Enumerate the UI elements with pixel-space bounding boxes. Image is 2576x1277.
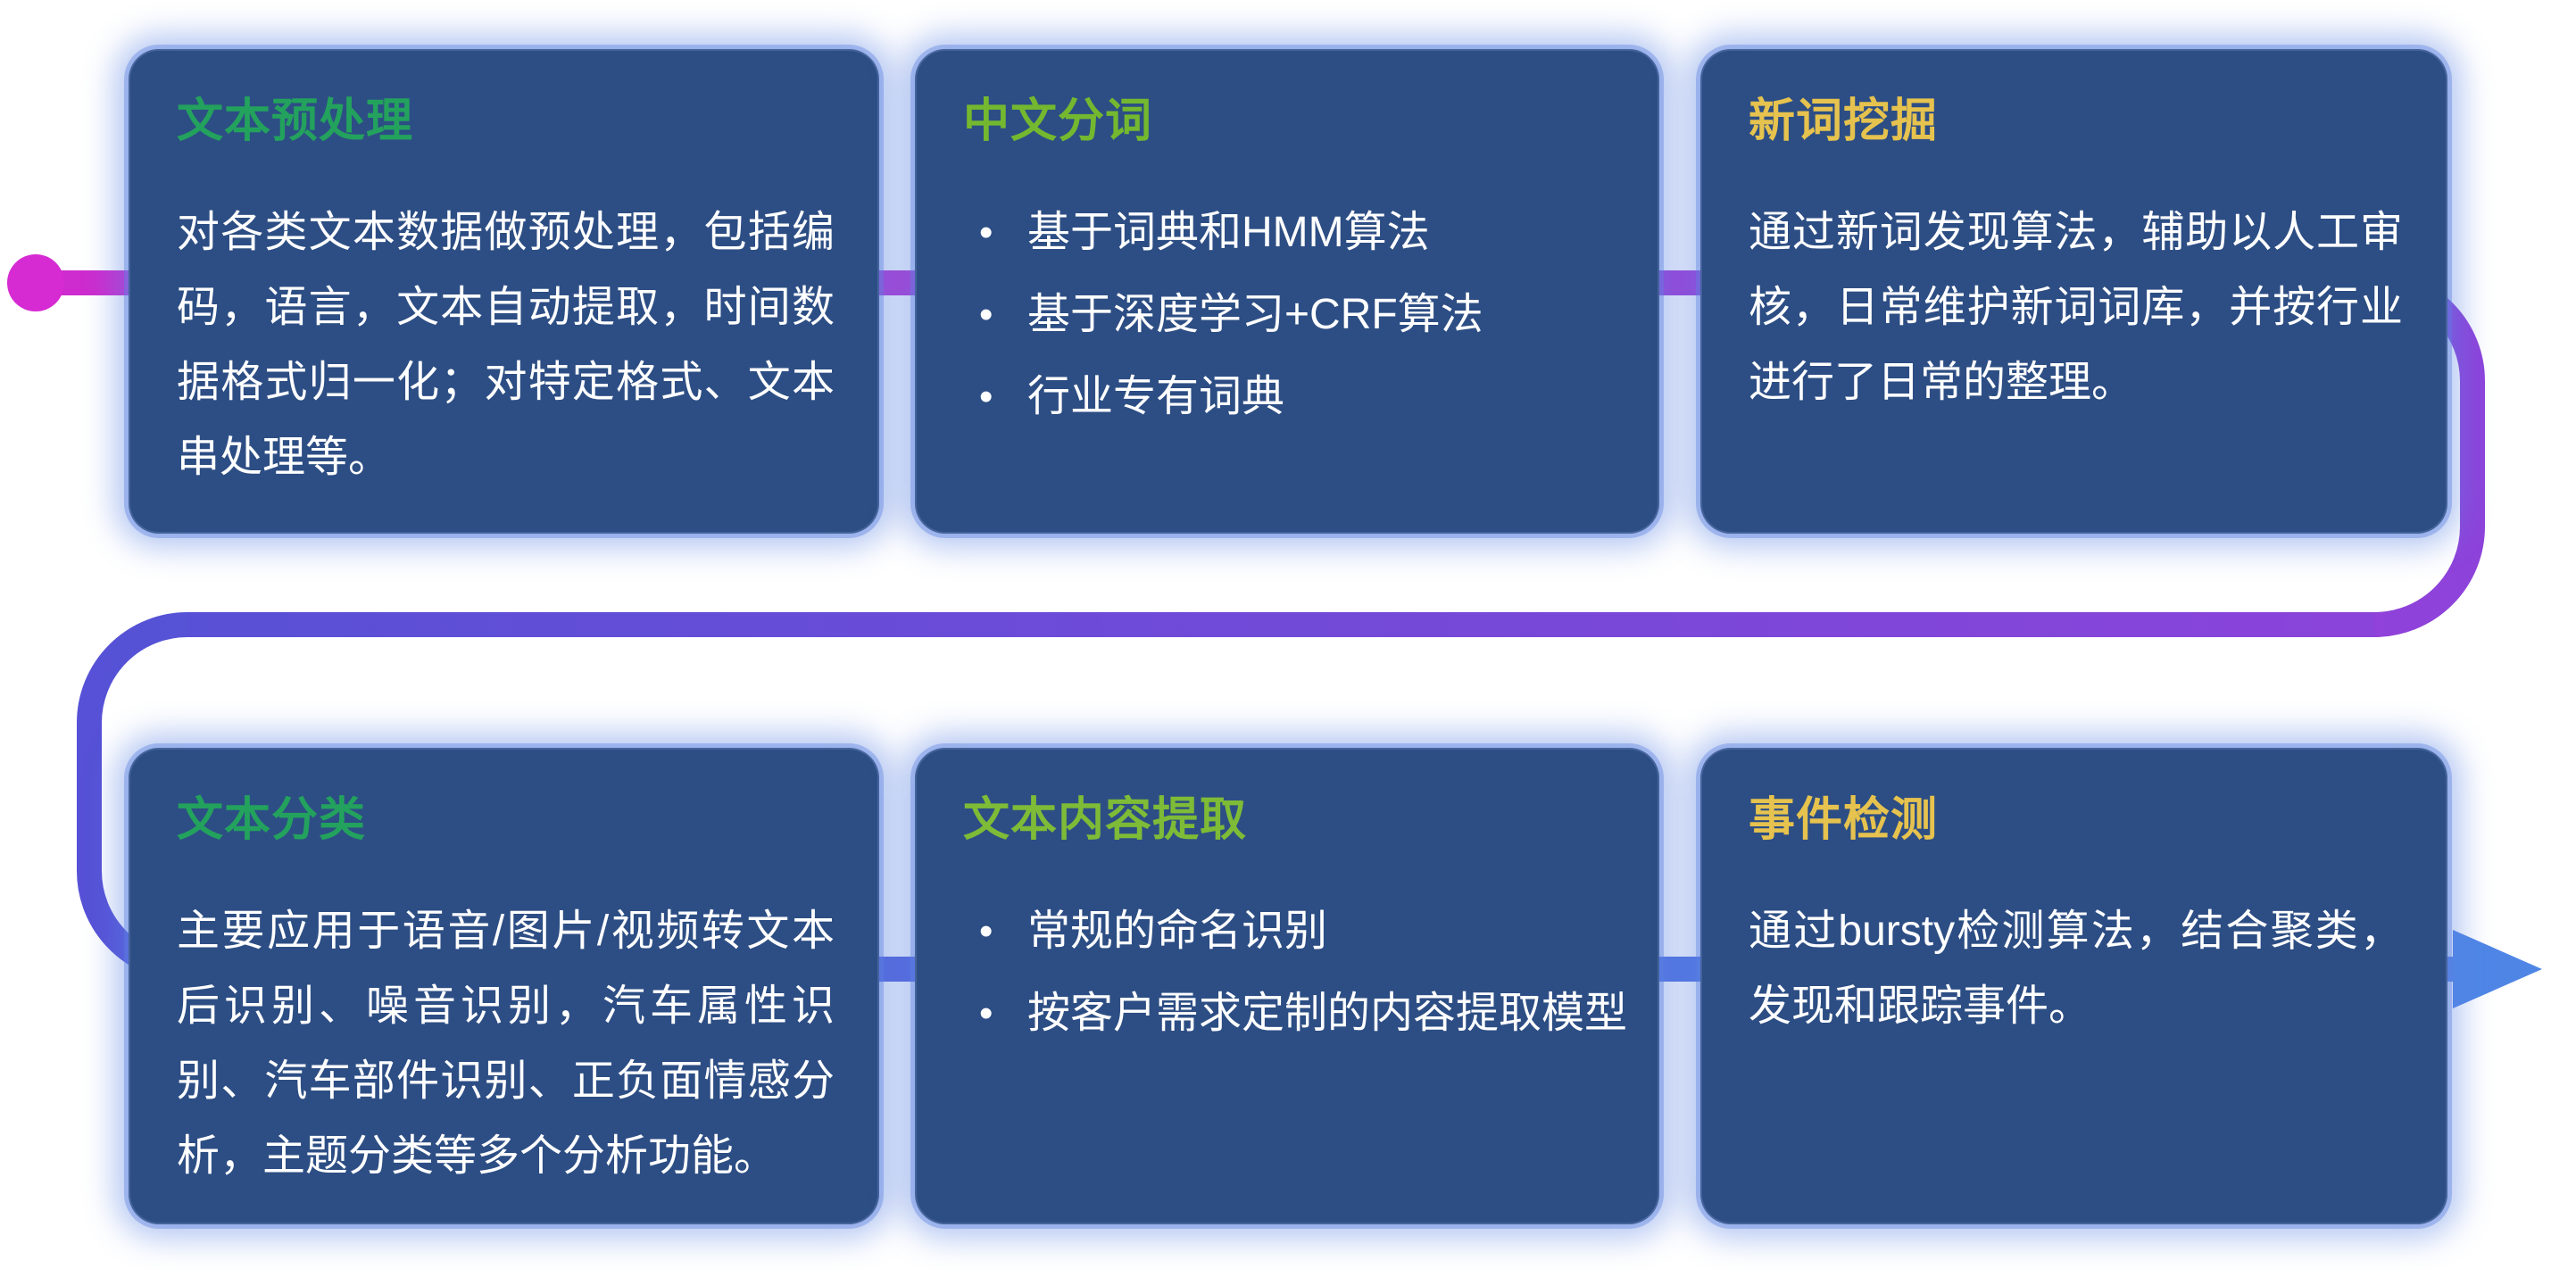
bullet-item: 常规的命名识别	[963, 894, 1615, 969]
card-bullet-list: 常规的命名识别 按客户需求定制的内容提取模型	[963, 894, 1627, 1051]
bullet-item: 基于深度学习+CRF算法	[963, 278, 1615, 352]
card-body-text: 通过新词发现算法，辅助以人工审核，日常维护新词词库，并按行业进行了日常的整理。	[1749, 209, 2403, 406]
bullet-text: 常规的命名识别	[1027, 908, 1328, 955]
bullet-text: 行业专有词典	[1027, 373, 1285, 420]
bullet-text: 基于词典和HMM算法	[1027, 209, 1430, 256]
card-body-text: 对各类文本数据做预处理，包括编码，语言，文本自动提取，时间数据格式归一化；对特定…	[177, 209, 835, 481]
card-title: 中文分词	[963, 95, 1153, 147]
card-text-classification: 文本分类 主要应用于语音/图片/视频转文本后识别、噪音识别，汽车属性识别、汽车部…	[129, 748, 879, 1224]
flow-arrow-icon	[2453, 930, 2542, 1008]
card-new-word-mining: 新词挖掘 通过新词发现算法，辅助以人工审核，日常维护新词词库，并按行业进行了日常…	[1700, 49, 2447, 534]
card-event-detection: 事件检测 通过bursty检测算法，结合聚类，发现和跟踪事件。	[1700, 748, 2447, 1224]
bullet-text: 按客户需求定制的内容提取模型	[1027, 990, 1628, 1037]
card-body-text: 主要应用于语音/图片/视频转文本后识别、噪音识别，汽车属性识别、汽车部件识别、正…	[177, 908, 835, 1180]
bullet-text: 基于深度学习+CRF算法	[1027, 291, 1483, 338]
card-title: 事件检测	[1749, 794, 1939, 846]
card-chinese-word-segmentation: 中文分词 基于词典和HMM算法 基于深度学习+CRF算法 行业专有词典	[915, 49, 1659, 534]
bullet-item: 行业专有词典	[963, 360, 1615, 435]
card-title: 新词挖掘	[1749, 95, 1939, 147]
flow-start-dot	[7, 254, 64, 311]
card-body-text: 通过bursty检测算法，结合聚类，发现和跟踪事件。	[1749, 908, 2403, 1030]
card-title: 文本内容提取	[963, 794, 1248, 846]
bullet-item: 按客户需求定制的内容提取模型	[963, 976, 1627, 1051]
card-bullet-list: 基于词典和HMM算法 基于深度学习+CRF算法 行业专有词典	[963, 195, 1615, 435]
card-text-preprocessing: 文本预处理 对各类文本数据做预处理，包括编码，语言，文本自动提取，时间数据格式归…	[129, 49, 879, 534]
card-title: 文本预处理	[177, 95, 414, 147]
bullet-item: 基于词典和HMM算法	[963, 195, 1615, 270]
card-text-content-extraction: 文本内容提取 常规的命名识别 按客户需求定制的内容提取模型	[915, 748, 1659, 1224]
card-title: 文本分类	[177, 794, 367, 846]
